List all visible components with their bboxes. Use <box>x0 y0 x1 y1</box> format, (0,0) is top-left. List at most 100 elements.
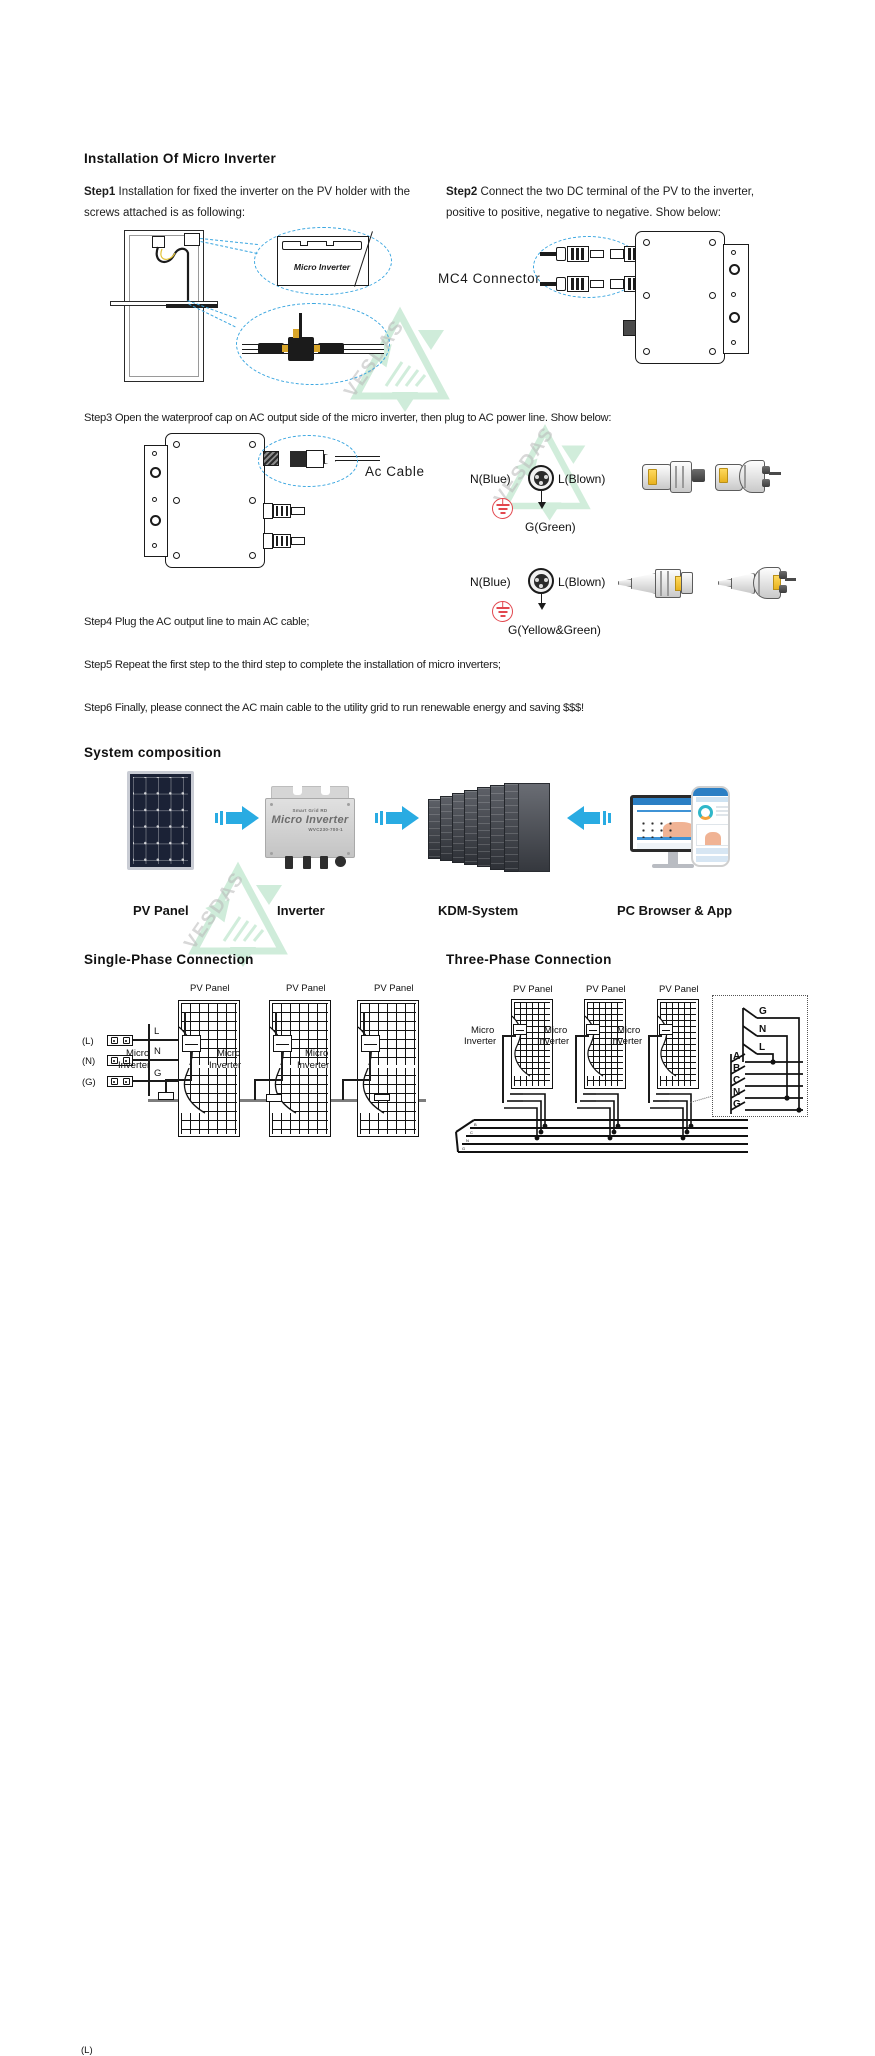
inverter-ac-drop-1 <box>190 1051 192 1081</box>
tp-micro-label-2-line2: Inverter <box>537 1036 570 1047</box>
svg-text:B: B <box>733 1063 740 1074</box>
ac-tap-block-3 <box>374 1094 390 1101</box>
tp-micro-inverter-box-1 <box>513 1024 527 1035</box>
zoom-mc4-right <box>318 343 344 354</box>
inverter-connector <box>303 856 311 869</box>
system-mobile-app <box>691 786 730 867</box>
figure-step2: MC4 Connector <box>430 228 770 378</box>
three-phase-heading: Three-Phase Connection <box>446 952 612 967</box>
rack-cabinet <box>464 790 478 865</box>
svg-text:A: A <box>733 1051 740 1062</box>
chart-band-top <box>637 810 713 812</box>
terminal-label-N: N <box>154 1046 161 1057</box>
inverter-body <box>265 798 355 858</box>
ac-connector-face-1 <box>528 465 554 491</box>
inverter-screw <box>270 803 273 806</box>
inverter-ac-down-1 <box>165 1079 167 1094</box>
chart-scatter-dots <box>639 820 677 838</box>
zoom-mc4-gold-3 <box>314 345 320 352</box>
screw-hole <box>173 497 180 504</box>
ac-line-label-1: L(Blown) <box>558 472 606 486</box>
single-phase-diagram: (L) (L) L (N) N (G) G PV Panel <box>78 982 438 2056</box>
mounting-bracket-step2 <box>723 244 749 354</box>
watermark-text-bottom: VESDAS <box>180 867 250 954</box>
zoom-mc4-gold-2 <box>282 345 288 352</box>
app-stats-strip <box>696 848 728 854</box>
ac-cap-step2 <box>623 320 636 336</box>
callout-leader-top-1 <box>200 237 258 246</box>
tp-detail-box: G N L A B C N G <box>712 995 808 1117</box>
earth-symbol-2 <box>492 601 513 622</box>
callout-ellipse-inverter <box>254 227 392 295</box>
screw-hole <box>643 239 650 246</box>
step1-text: Installation for fixed the inverter on t… <box>84 186 411 220</box>
ac-plug-photo-1 <box>642 460 708 494</box>
zoom-inverter-top-rail <box>282 241 362 250</box>
inverter-screw <box>347 852 350 855</box>
bracket-eye-1 <box>150 467 161 478</box>
tp-micro-label-2-line1: Micro <box>544 1025 568 1036</box>
chart-axis-line <box>637 837 713 840</box>
tp-pv-panel-2 <box>584 999 626 1089</box>
tp-drop-2 <box>575 1035 577 1103</box>
ac-cable-plug-photo-2 <box>718 565 798 601</box>
svg-text:L: L <box>759 1042 765 1053</box>
inverter-ac-drop-2 <box>281 1051 283 1081</box>
ac-pinout-row-1: N(Blue) L(Blown) G(Green) <box>470 450 790 545</box>
micro-inverter-box-3 <box>361 1035 380 1052</box>
system-kdm-server-rack <box>428 783 550 875</box>
rail-shadow <box>166 304 218 308</box>
tp-pv-panel-3 <box>657 999 699 1089</box>
ac-pinout-row-2: N(Blue) L(Blown) G(Yellow&Green) <box>470 563 796 653</box>
tp-drop-3 <box>648 1035 650 1103</box>
inverter-connector <box>285 856 293 869</box>
svg-text:G: G <box>733 1099 741 1110</box>
mounting-rail <box>110 301 218 306</box>
screw-hole <box>173 552 180 559</box>
terminal-tag-L: (L) <box>82 1036 94 1047</box>
browser-chrome-bar <box>633 798 713 805</box>
micro-inverter-box-1 <box>182 1035 201 1052</box>
screw-hole <box>173 441 180 448</box>
tp-drop-3-jog <box>648 1035 662 1037</box>
document-page: VESDAS VESDAS <box>0 0 875 1241</box>
svg-text:G: G <box>462 1146 465 1151</box>
step2-paragraph: Step2 Connect the two DC terminal of the… <box>446 182 781 225</box>
connector-core <box>533 470 549 486</box>
inverter-enclosure-step3 <box>165 433 265 568</box>
svg-text:G: G <box>759 1006 767 1017</box>
tp-pv-panel-label-2: PV Panel <box>586 984 626 995</box>
rail-notch-2 <box>321 786 330 795</box>
micro-inverter-label-2-line1: Micro <box>217 1048 241 1059</box>
arrow-right-icon-2 <box>375 805 421 836</box>
app-title-bar <box>696 797 728 802</box>
micro-inverter-print: Micro Inverter <box>293 262 351 272</box>
bracket-eye-2 <box>150 515 161 526</box>
micro-inverter-label-1-line1: Micro <box>126 1048 150 1059</box>
panel-gap-band <box>358 1065 418 1068</box>
screw-hole <box>249 552 256 559</box>
bracket-screw-3 <box>731 340 736 345</box>
dc-cable-loop <box>155 246 190 301</box>
zoom-inverter-notch-1 <box>300 241 308 246</box>
terminal-block-N <box>107 1055 133 1066</box>
zoom-inverter-notch-2 <box>326 241 334 246</box>
micro-inverter-label-3-line2: Inverter <box>297 1060 330 1071</box>
rack-cabinet <box>504 783 519 872</box>
system-inverter-photo: Smart Grid RD Micro Inverter WVC230-700-… <box>265 786 355 871</box>
screw-hole <box>709 239 716 246</box>
arrow-right-icon-1 <box>215 805 261 836</box>
pv-panel-2 <box>269 1000 331 1137</box>
app-legend-line <box>716 806 728 808</box>
svg-text:C: C <box>733 1075 740 1086</box>
app-header-bar <box>693 788 728 796</box>
tp-micro-inverter-box-2 <box>586 1024 600 1035</box>
inverter-ac-run-3 <box>342 1079 371 1081</box>
panel-cable-cut <box>658 1015 677 1077</box>
page-title: Installation Of Micro Inverter <box>84 151 277 166</box>
zoom-vertical-cable <box>299 313 302 341</box>
step5-text: Repeat the first step to the third step … <box>114 659 501 671</box>
pv-panel-label-2: PV Panel <box>286 983 326 994</box>
pv-cell-dots <box>133 777 188 864</box>
inverter-ac-run-2 <box>254 1079 283 1081</box>
